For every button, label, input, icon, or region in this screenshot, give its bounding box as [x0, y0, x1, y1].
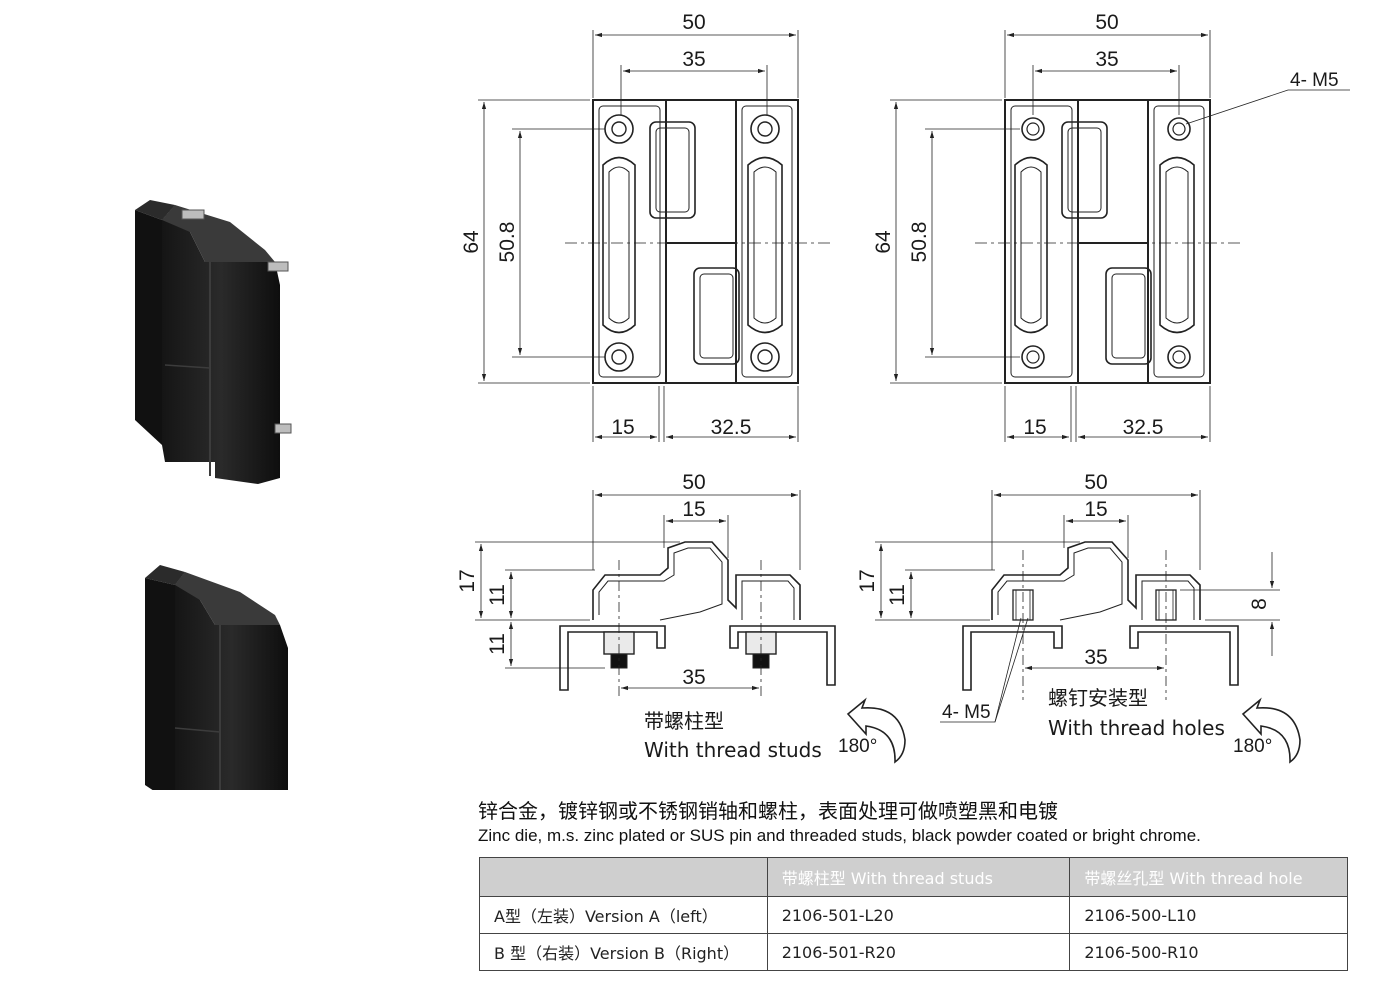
dim-width-2: 50 — [1095, 11, 1118, 34]
dim-height: 64 — [460, 230, 483, 254]
label-thread-holes-en: With thread holes — [1048, 716, 1225, 740]
table-row: A型（左装）Version A（left） 2106-501-L20 2106-… — [479, 896, 1348, 934]
material-description-cn: 锌合金，镀锌钢或不锈钢销轴和螺柱，表面处理可做喷塑黑和电镀 — [478, 799, 1058, 823]
thread-callout-top: 4- M5 — [1290, 70, 1339, 91]
table-cell: 2106-501-L20 — [766, 896, 1071, 934]
label-thread-studs-cn: 带螺柱型 — [644, 709, 724, 733]
side-dim-upper-height-2: 11 — [886, 584, 909, 606]
side-dim-hole-spacing: 35 — [1084, 646, 1107, 669]
table-header: 带螺柱型 With thread studs — [766, 857, 1071, 897]
rotation-label: 180° — [838, 736, 877, 757]
technical-drawing: 50 35 64 50.8 15 32.5 — [135, 11, 1350, 790]
table-cell: 2106-500-R10 — [1069, 933, 1348, 971]
hinge-render-holes — [145, 565, 288, 790]
thread-callout-side: 4- M5 — [942, 702, 991, 723]
top-view-studs — [478, 30, 830, 442]
side-dim-total-height-2: 17 — [856, 569, 879, 592]
side-dim-hole-depth: 8 — [1248, 598, 1271, 610]
rotation-label-2: 180° — [1233, 736, 1272, 757]
side-dim-knuckle: 15 — [682, 498, 705, 521]
table-cell: A型（左装）Version A（left） — [479, 896, 768, 934]
side-dim-width-2: 50 — [1084, 471, 1107, 494]
dim-left-width-2: 15 — [1023, 416, 1046, 439]
side-dim-total-height: 17 — [456, 569, 479, 592]
material-description-en: Zinc die, m.s. zinc plated or SUS pin an… — [478, 826, 1201, 845]
dim-right-width-2: 32.5 — [1123, 416, 1164, 439]
side-dim-upper-height: 11 — [486, 584, 509, 606]
hinge-render-studs — [135, 200, 292, 484]
table-cell: 2106-500-L10 — [1069, 896, 1348, 934]
rotation-arrow-icon-2 — [1241, 697, 1301, 764]
table-row: B 型（右装）Version B（Right） 2106-501-R20 210… — [479, 933, 1348, 971]
label-thread-holes-cn: 螺钉安装型 — [1048, 686, 1148, 710]
side-dim-stud-height: 11 — [486, 633, 509, 655]
side-dim-knuckle-2: 15 — [1084, 498, 1107, 521]
side-view-holes — [875, 490, 1280, 723]
table-header: 带螺丝孔型 With thread hole — [1069, 857, 1348, 897]
dim-vertical-hole-spacing-2: 50.8 — [908, 222, 931, 263]
table-cell: B 型（右装）Version B（Right） — [479, 933, 768, 971]
dim-vertical-hole-spacing: 50.8 — [496, 222, 519, 263]
dim-hole-spacing: 35 — [682, 48, 705, 71]
side-dim-width: 50 — [682, 471, 705, 494]
table-header — [479, 857, 768, 897]
dim-height-2: 64 — [872, 230, 895, 254]
table-cell: 2106-501-R20 — [766, 933, 1071, 971]
table-header-row: 带螺柱型 With thread studs 带螺丝孔型 With thread… — [479, 857, 1348, 897]
dim-left-width: 15 — [611, 416, 634, 439]
side-dim-stud-spacing: 35 — [682, 666, 705, 689]
dim-hole-spacing-2: 35 — [1095, 48, 1118, 71]
top-view-holes — [890, 30, 1350, 442]
rotation-arrow-icon — [846, 697, 906, 764]
part-number-table: 带螺柱型 With thread studs 带螺丝孔型 With thread… — [479, 857, 1348, 971]
dim-right-width: 32.5 — [711, 416, 752, 439]
dim-width: 50 — [682, 11, 705, 34]
label-thread-studs-en: With thread studs — [644, 738, 822, 762]
side-view-studs — [475, 490, 836, 700]
